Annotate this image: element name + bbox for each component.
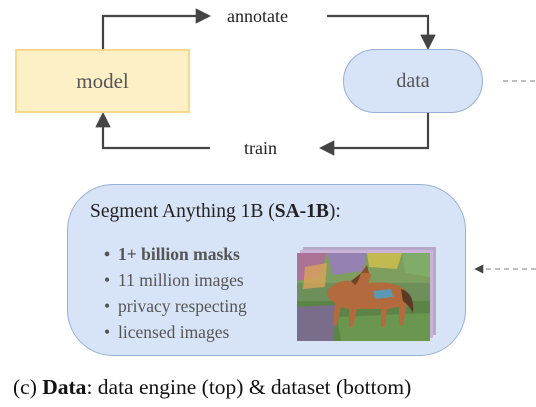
model-label: model (76, 68, 129, 93)
annotate-arrow (101, 8, 212, 49)
annotate-label: annotate (227, 6, 288, 26)
bullet-item: •1+ billion masks (104, 244, 240, 264)
dataset-title: Segment Anything 1B (SA-1B): (90, 201, 341, 222)
bullet-item: •11 million images (104, 270, 244, 290)
bullet-item: •licensed images (104, 322, 230, 342)
train-arrow-left (95, 111, 210, 150)
sample-mask-image (297, 247, 436, 341)
data-box: data (343, 49, 483, 113)
train-label: train (244, 138, 277, 158)
data-label: data (396, 69, 430, 92)
model-box: model (15, 49, 190, 113)
figure-caption: (c) Data: data engine (top) & dataset (b… (13, 375, 412, 399)
train-arrow-right (318, 113, 430, 156)
dataset-bullets: •1+ billion masks •11 million images •pr… (104, 241, 247, 345)
annotate-arrow-right (327, 14, 436, 51)
bullet-item: •privacy respecting (104, 296, 247, 316)
